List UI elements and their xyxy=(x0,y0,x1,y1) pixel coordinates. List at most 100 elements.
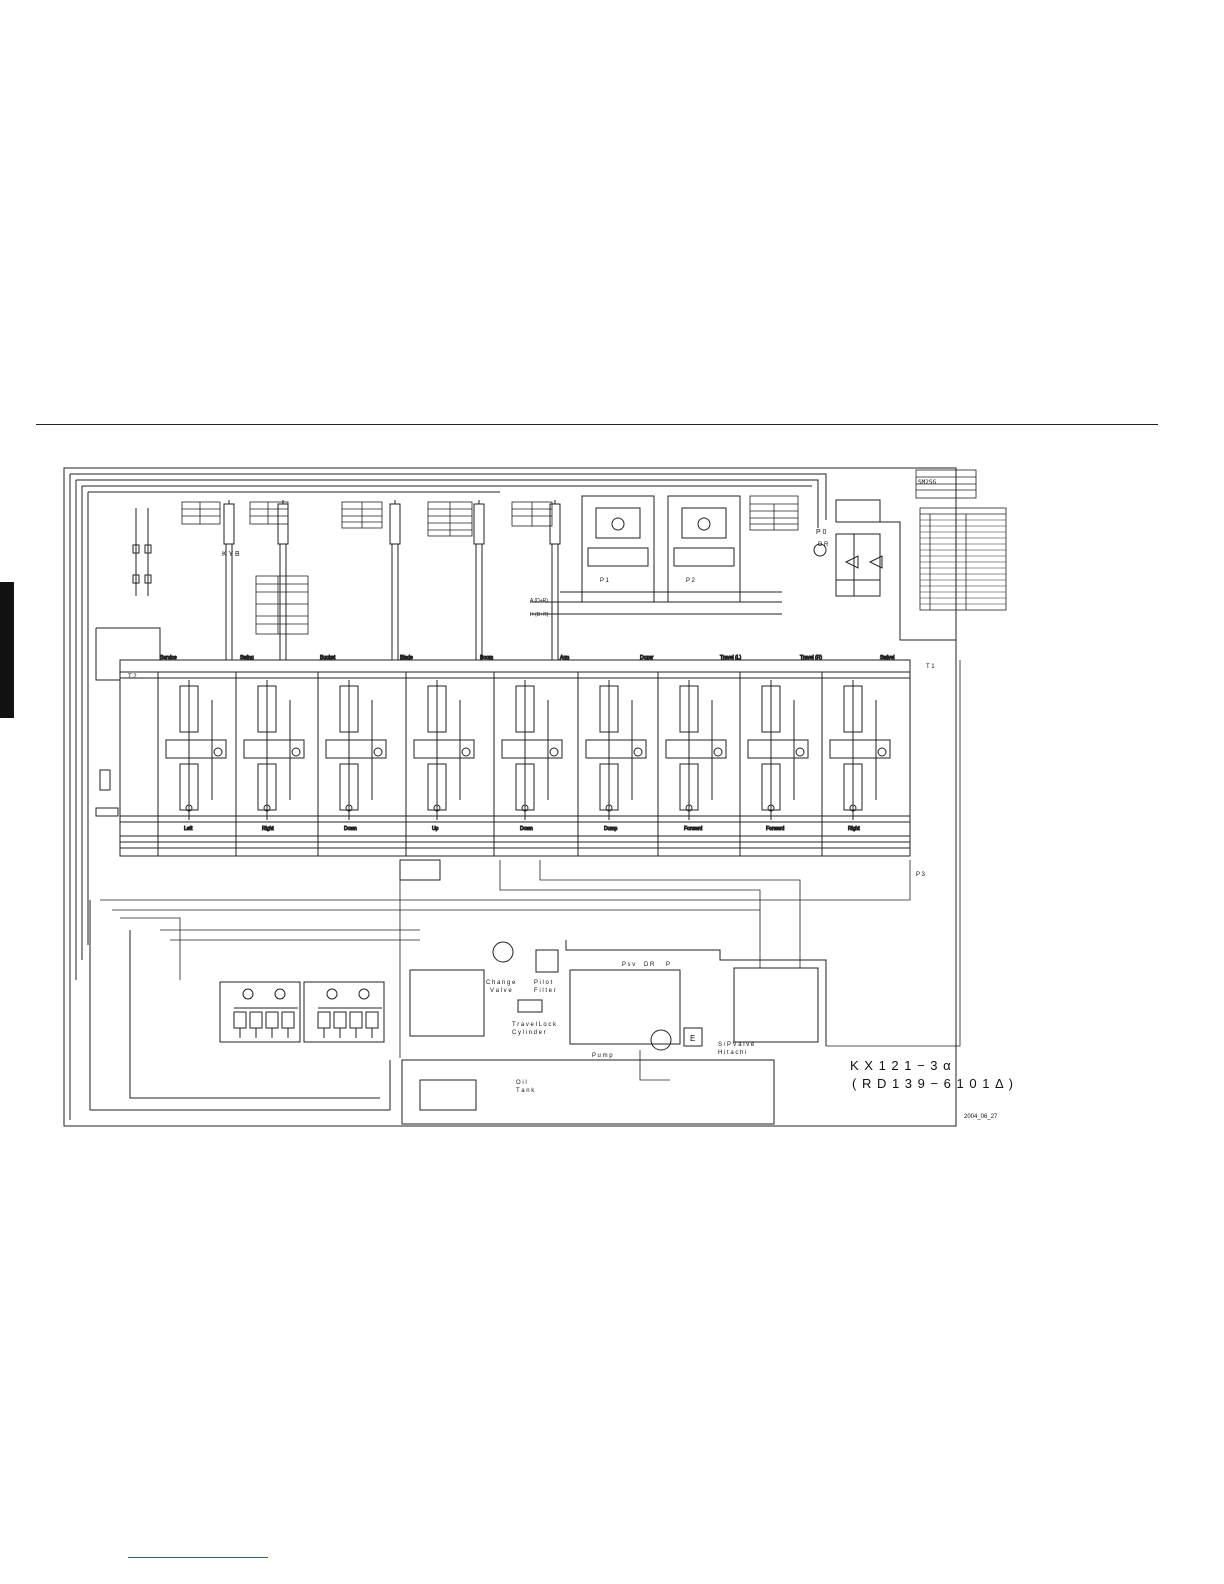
section-name: Dozer xyxy=(640,655,654,661)
t1-label: T 1 xyxy=(926,664,935,670)
section-name: Boom xyxy=(480,655,493,661)
schematic-frame xyxy=(63,467,957,1127)
section-name: Travel (L) xyxy=(720,655,742,661)
lever-knob xyxy=(358,988,370,1000)
spring-end xyxy=(767,804,775,812)
travel-motors xyxy=(530,495,782,615)
joystick-port-1-3 xyxy=(365,1011,379,1038)
spool-label: Forward xyxy=(684,826,703,832)
cylinder-5 xyxy=(549,500,561,660)
control-valve-block xyxy=(119,659,911,857)
check-valve xyxy=(549,747,559,757)
spring-end xyxy=(345,804,353,812)
sp-valve-label-1: S / P V a l v e xyxy=(718,1042,755,1048)
lever-knob xyxy=(242,988,254,1000)
valve-section-2: Right xyxy=(235,672,305,856)
interconnect-lines xyxy=(100,660,961,1081)
p2-label: P 2 xyxy=(686,578,696,584)
section-name: Swivel xyxy=(880,655,894,661)
section-name: Service xyxy=(160,655,177,661)
pilot-valve-blocks xyxy=(89,859,827,1125)
cylinder-barrel xyxy=(473,503,485,545)
t2-label: T 2 xyxy=(128,674,137,680)
valve-section-8: Forward xyxy=(739,672,809,856)
cylinder-4 xyxy=(473,500,485,660)
section-bridge xyxy=(747,739,809,759)
travel-lock-label-1: T r a v e l L o c k xyxy=(512,1022,557,1028)
p-port-label: P xyxy=(666,962,670,968)
valve-section-7: Forward xyxy=(657,672,727,856)
section-name: Arm xyxy=(560,655,569,661)
joystick-port-0-0 xyxy=(233,1011,247,1038)
a-port-label: A (D+R) xyxy=(530,598,548,604)
pilot-filter-label-1: P i l o t xyxy=(534,980,553,986)
section-bridge xyxy=(829,739,891,759)
dr-top-label: D R xyxy=(818,542,829,548)
sp-valve-label-2: H i t a c h i xyxy=(718,1050,746,1056)
top-horizontal-rule xyxy=(36,424,1158,425)
check-valve xyxy=(713,747,723,757)
valve-section-1: Left xyxy=(157,672,227,856)
change-valve-label-1: C h a n g e xyxy=(486,980,516,986)
valve-section-4: Up xyxy=(405,672,475,856)
spool-label: Right xyxy=(848,826,860,832)
pilot-spool xyxy=(349,1011,363,1029)
spring-end xyxy=(263,804,271,812)
spool-label: Dump xyxy=(604,826,618,832)
section-side-tab xyxy=(0,582,14,718)
cylinder-3 xyxy=(389,500,401,660)
valve-section-6: Dump xyxy=(577,672,647,856)
spool-label: Down xyxy=(344,826,357,832)
spring-end xyxy=(849,804,857,812)
pilot-spool xyxy=(333,1011,347,1029)
section-bridge xyxy=(325,739,387,759)
spool-label: Forward xyxy=(766,826,785,832)
spec-table-title: SM2SG xyxy=(918,479,936,486)
spring-end xyxy=(685,804,693,812)
p1-label: P 1 xyxy=(600,578,610,584)
check-valve xyxy=(633,747,643,757)
model-title: K X 1 2 1 − 3 α xyxy=(850,1058,952,1073)
lever-knob xyxy=(326,988,338,1000)
model-code: ( R D 1 3 9 − 6 1 0 1 Δ ) xyxy=(852,1076,1014,1091)
dr-port-label: D R xyxy=(644,962,655,968)
spool-label: Down xyxy=(520,826,533,832)
section-name: Swing xyxy=(240,655,254,661)
pilot-spool xyxy=(265,1011,279,1029)
section-bridge xyxy=(585,739,647,759)
p0-label: P 0 xyxy=(816,529,826,536)
drawing-date: 2004_06_27 xyxy=(964,1114,998,1120)
change-valve-label-2: V a l v e xyxy=(490,988,512,994)
spring-end xyxy=(433,804,441,812)
joystick-port-0-3 xyxy=(281,1011,295,1038)
section-bridge xyxy=(501,739,563,759)
swivel-joint xyxy=(813,499,957,860)
valve-section-5: Down xyxy=(493,672,563,856)
psv-label: P s v xyxy=(622,962,635,968)
spring-end xyxy=(521,804,529,812)
engine-label: E xyxy=(690,1034,695,1043)
section-bridge xyxy=(243,739,305,759)
service-port-lines xyxy=(95,508,161,817)
valve-section-9: Right xyxy=(821,672,891,856)
check-valve xyxy=(877,747,887,757)
check-valve xyxy=(373,747,383,757)
section-bridge xyxy=(665,739,727,759)
cylinder-barrel xyxy=(389,503,401,545)
pilot-spool xyxy=(249,1011,263,1029)
check-valve xyxy=(461,747,471,757)
kyb-label: K Y B xyxy=(222,551,240,558)
section-name: Bucket xyxy=(320,655,336,661)
spool-label: Left xyxy=(184,826,193,832)
check-valve xyxy=(213,747,223,757)
section-name: Travel (R) xyxy=(800,655,822,661)
pilot-filter-label-2: F i l t e r xyxy=(534,988,556,994)
spec-tables xyxy=(181,469,1007,635)
cylinder-barrel xyxy=(549,503,561,545)
h-port-label: H (D+R) xyxy=(530,612,549,618)
spool-label: Up xyxy=(432,826,439,832)
joystick-port-1-2 xyxy=(349,1011,363,1038)
cylinder-1 xyxy=(223,500,235,660)
oil-tank-label-2: T a n k xyxy=(516,1088,535,1094)
